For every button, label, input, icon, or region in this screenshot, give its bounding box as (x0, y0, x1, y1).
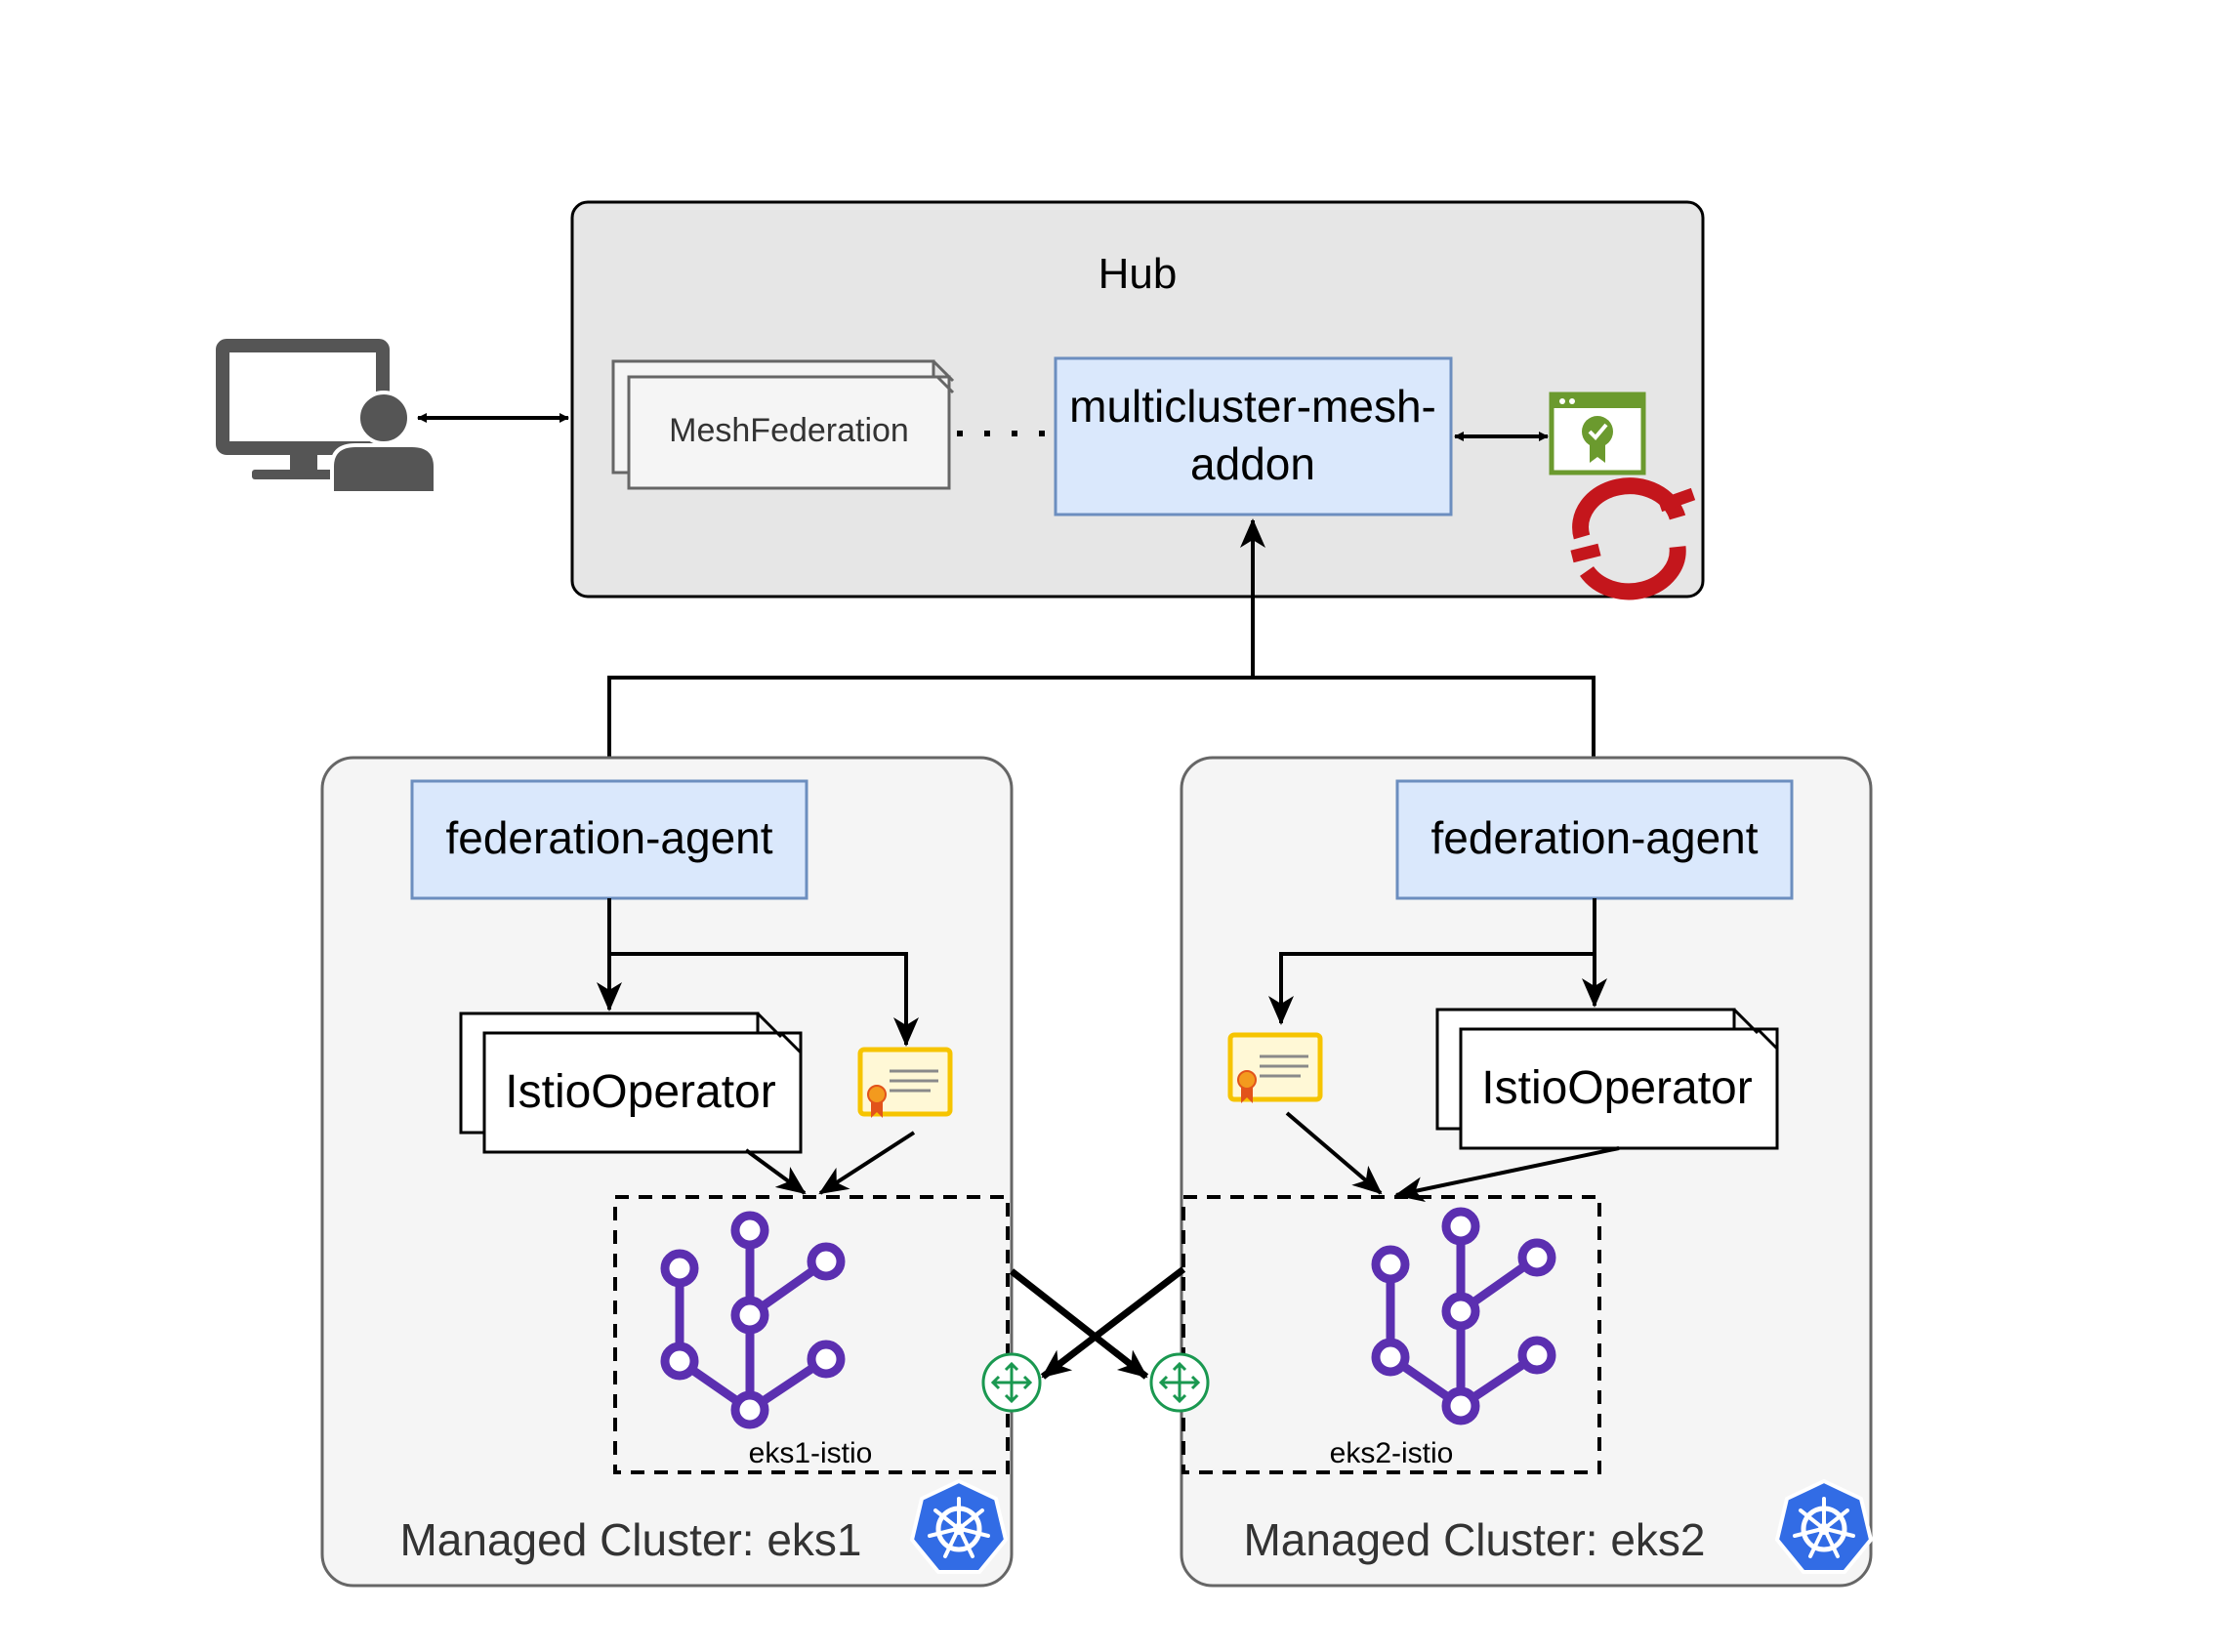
addon-label-line1: multicluster-mesh- (1069, 381, 1436, 432)
gateway-icon[interactable] (1149, 1352, 1210, 1413)
certificate-icon (860, 1050, 950, 1118)
cross-cluster-links (1009, 1266, 1186, 1380)
user-workstation-icon[interactable] (216, 339, 437, 495)
mesh-boundary-eks2: eks2-istio (1181, 1195, 1601, 1474)
cluster-label: Managed Cluster: eks1 (399, 1514, 861, 1565)
agent-label: federation-agent (1430, 812, 1758, 863)
agent-label: federation-agent (445, 812, 772, 863)
mesh-label: eks1-istio (749, 1437, 873, 1469)
addon-label-line2: addon (1190, 438, 1315, 489)
operator-label: IstioOperator (1481, 1062, 1752, 1114)
federation-agent-eks1[interactable]: federation-agent (410, 779, 808, 900)
managed-cluster-eks1: Managed Cluster: eks1 (320, 756, 1014, 1588)
certificate-icon (1230, 1035, 1320, 1103)
operator-cert-to-mesh-eks1 (744, 1131, 916, 1195)
federation-agent-eks2[interactable]: federation-agent (1395, 779, 1794, 900)
gateway-icon[interactable] (981, 1352, 1042, 1413)
agent-outputs-eks1 (597, 898, 919, 1047)
hub-title: Hub (1098, 250, 1178, 298)
kubernetes-logo-icon (912, 1481, 1006, 1572)
operator-label: IstioOperator (505, 1066, 775, 1118)
policy-certificate-icon (1549, 392, 1646, 475)
agent-to-addon-connector (607, 518, 1596, 781)
operator-cert-to-mesh-eks2 (1285, 1111, 1620, 1202)
kubernetes-logo-icon (1777, 1481, 1871, 1572)
istio-operator-eks1[interactable]: IstioOperator (459, 1012, 803, 1154)
openshift-logo-icon (1570, 477, 1696, 600)
istio-operator-eks2[interactable]: IstioOperator (1435, 1008, 1779, 1150)
managed-cluster-eks2: Managed Cluster: eks2 (1180, 756, 1873, 1588)
mesh-label: eks2-istio (1330, 1437, 1454, 1469)
multicluster-mesh-addon[interactable]: multicluster-mesh- addon (1054, 356, 1453, 516)
agent-outputs-eks2 (1268, 898, 1607, 1025)
cluster-label: Managed Cluster: eks2 (1243, 1514, 1705, 1565)
meshfederation-label: MeshFederation (669, 412, 909, 449)
mesh-boundary-eks1: eks1-istio (613, 1195, 1010, 1474)
meshfederation-resource[interactable]: MeshFederation (611, 359, 955, 490)
